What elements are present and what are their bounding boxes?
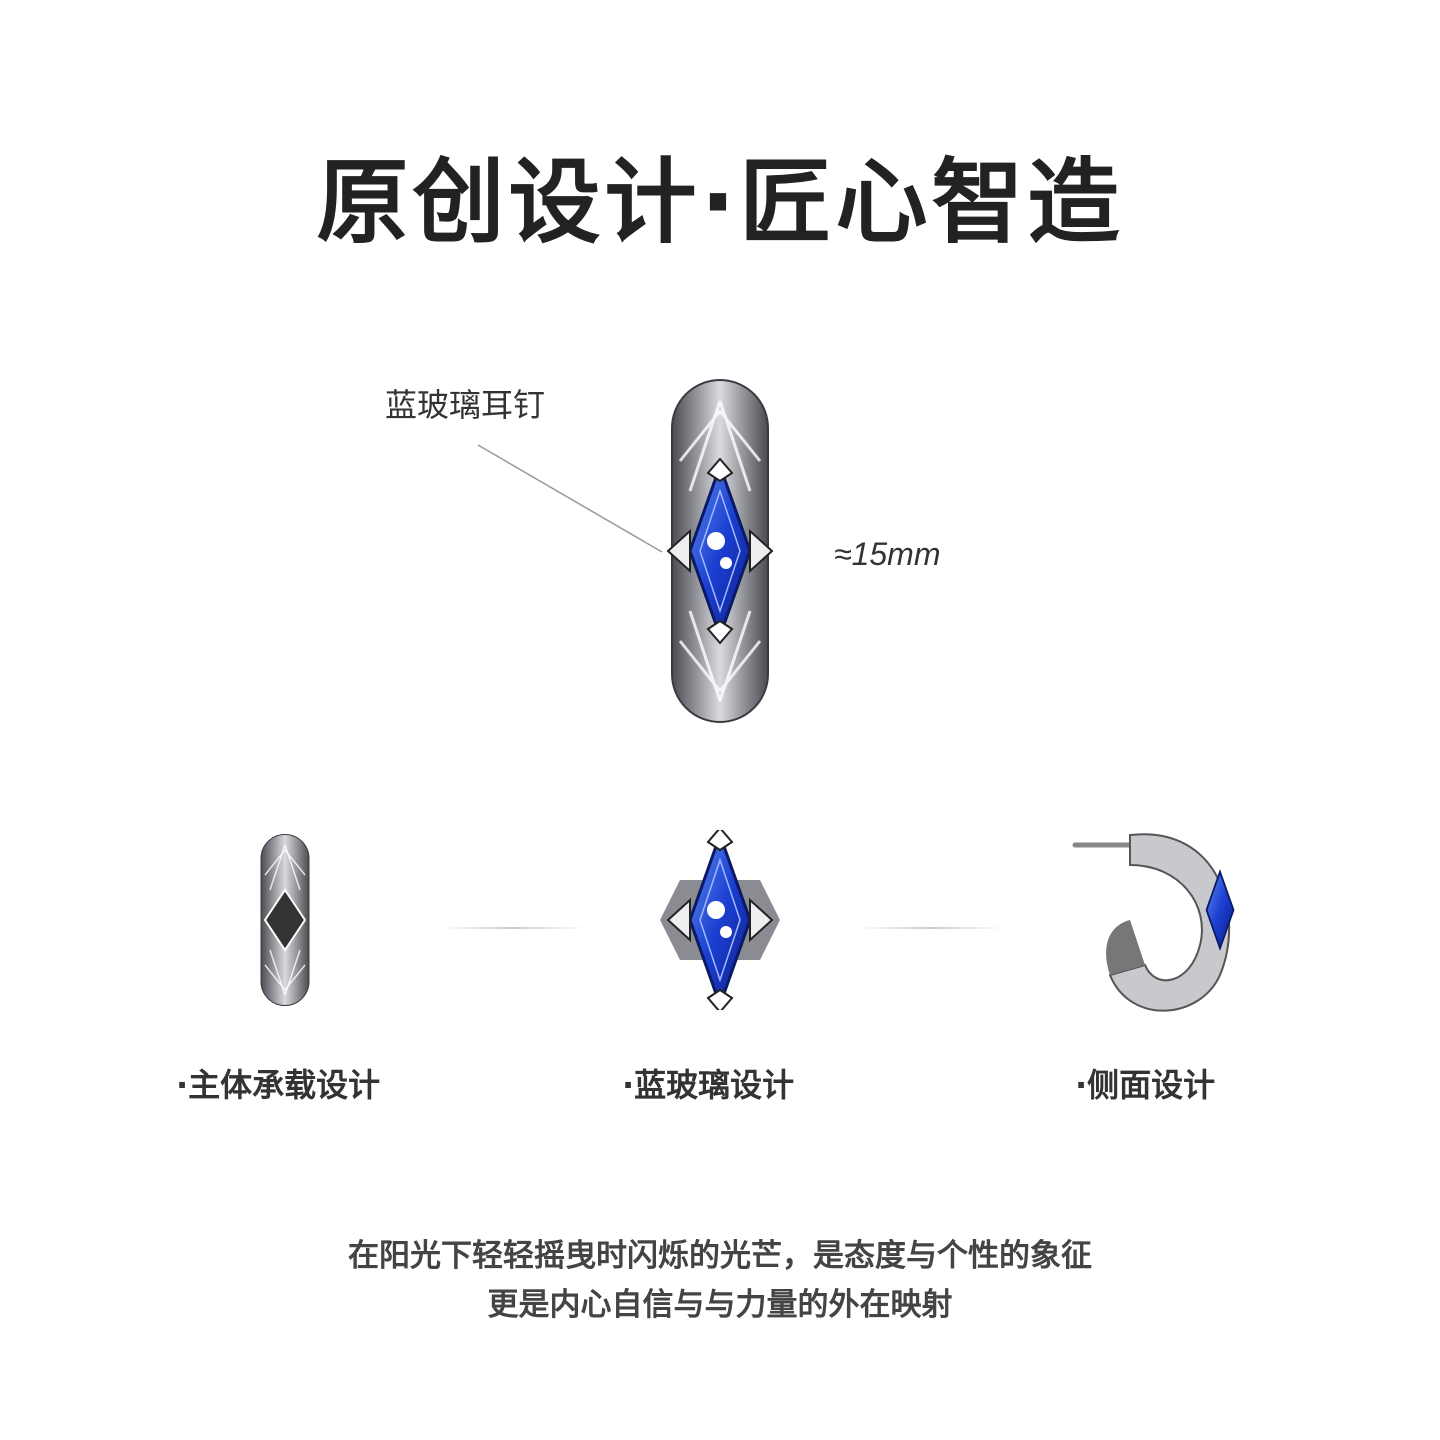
divider bbox=[858, 927, 1004, 929]
size-label: ≈15mm bbox=[834, 536, 941, 572]
glass-design-image bbox=[660, 830, 780, 1010]
divider bbox=[440, 927, 586, 929]
body-design-image bbox=[260, 833, 310, 1007]
page-title: 原创设计·匠心智造 bbox=[316, 149, 1124, 256]
side-design-image bbox=[1072, 833, 1235, 1012]
description-line-2: 更是内心自信与与力量的外在映射 bbox=[487, 1287, 953, 1323]
product-label: 蓝玻璃耳钉 bbox=[385, 386, 546, 424]
earring-front-image bbox=[666, 378, 774, 724]
description-line-1: 在阳光下轻轻摇曳时闪烁的光芒，是态度与个性的象征 bbox=[348, 1238, 1092, 1274]
caption-body-design: ·主体承载设计 bbox=[176, 1066, 381, 1104]
callout-line bbox=[477, 444, 663, 553]
caption-side-design: ·侧面设计 bbox=[1075, 1066, 1216, 1104]
caption-glass-design: ·蓝玻璃设计 bbox=[622, 1066, 795, 1104]
